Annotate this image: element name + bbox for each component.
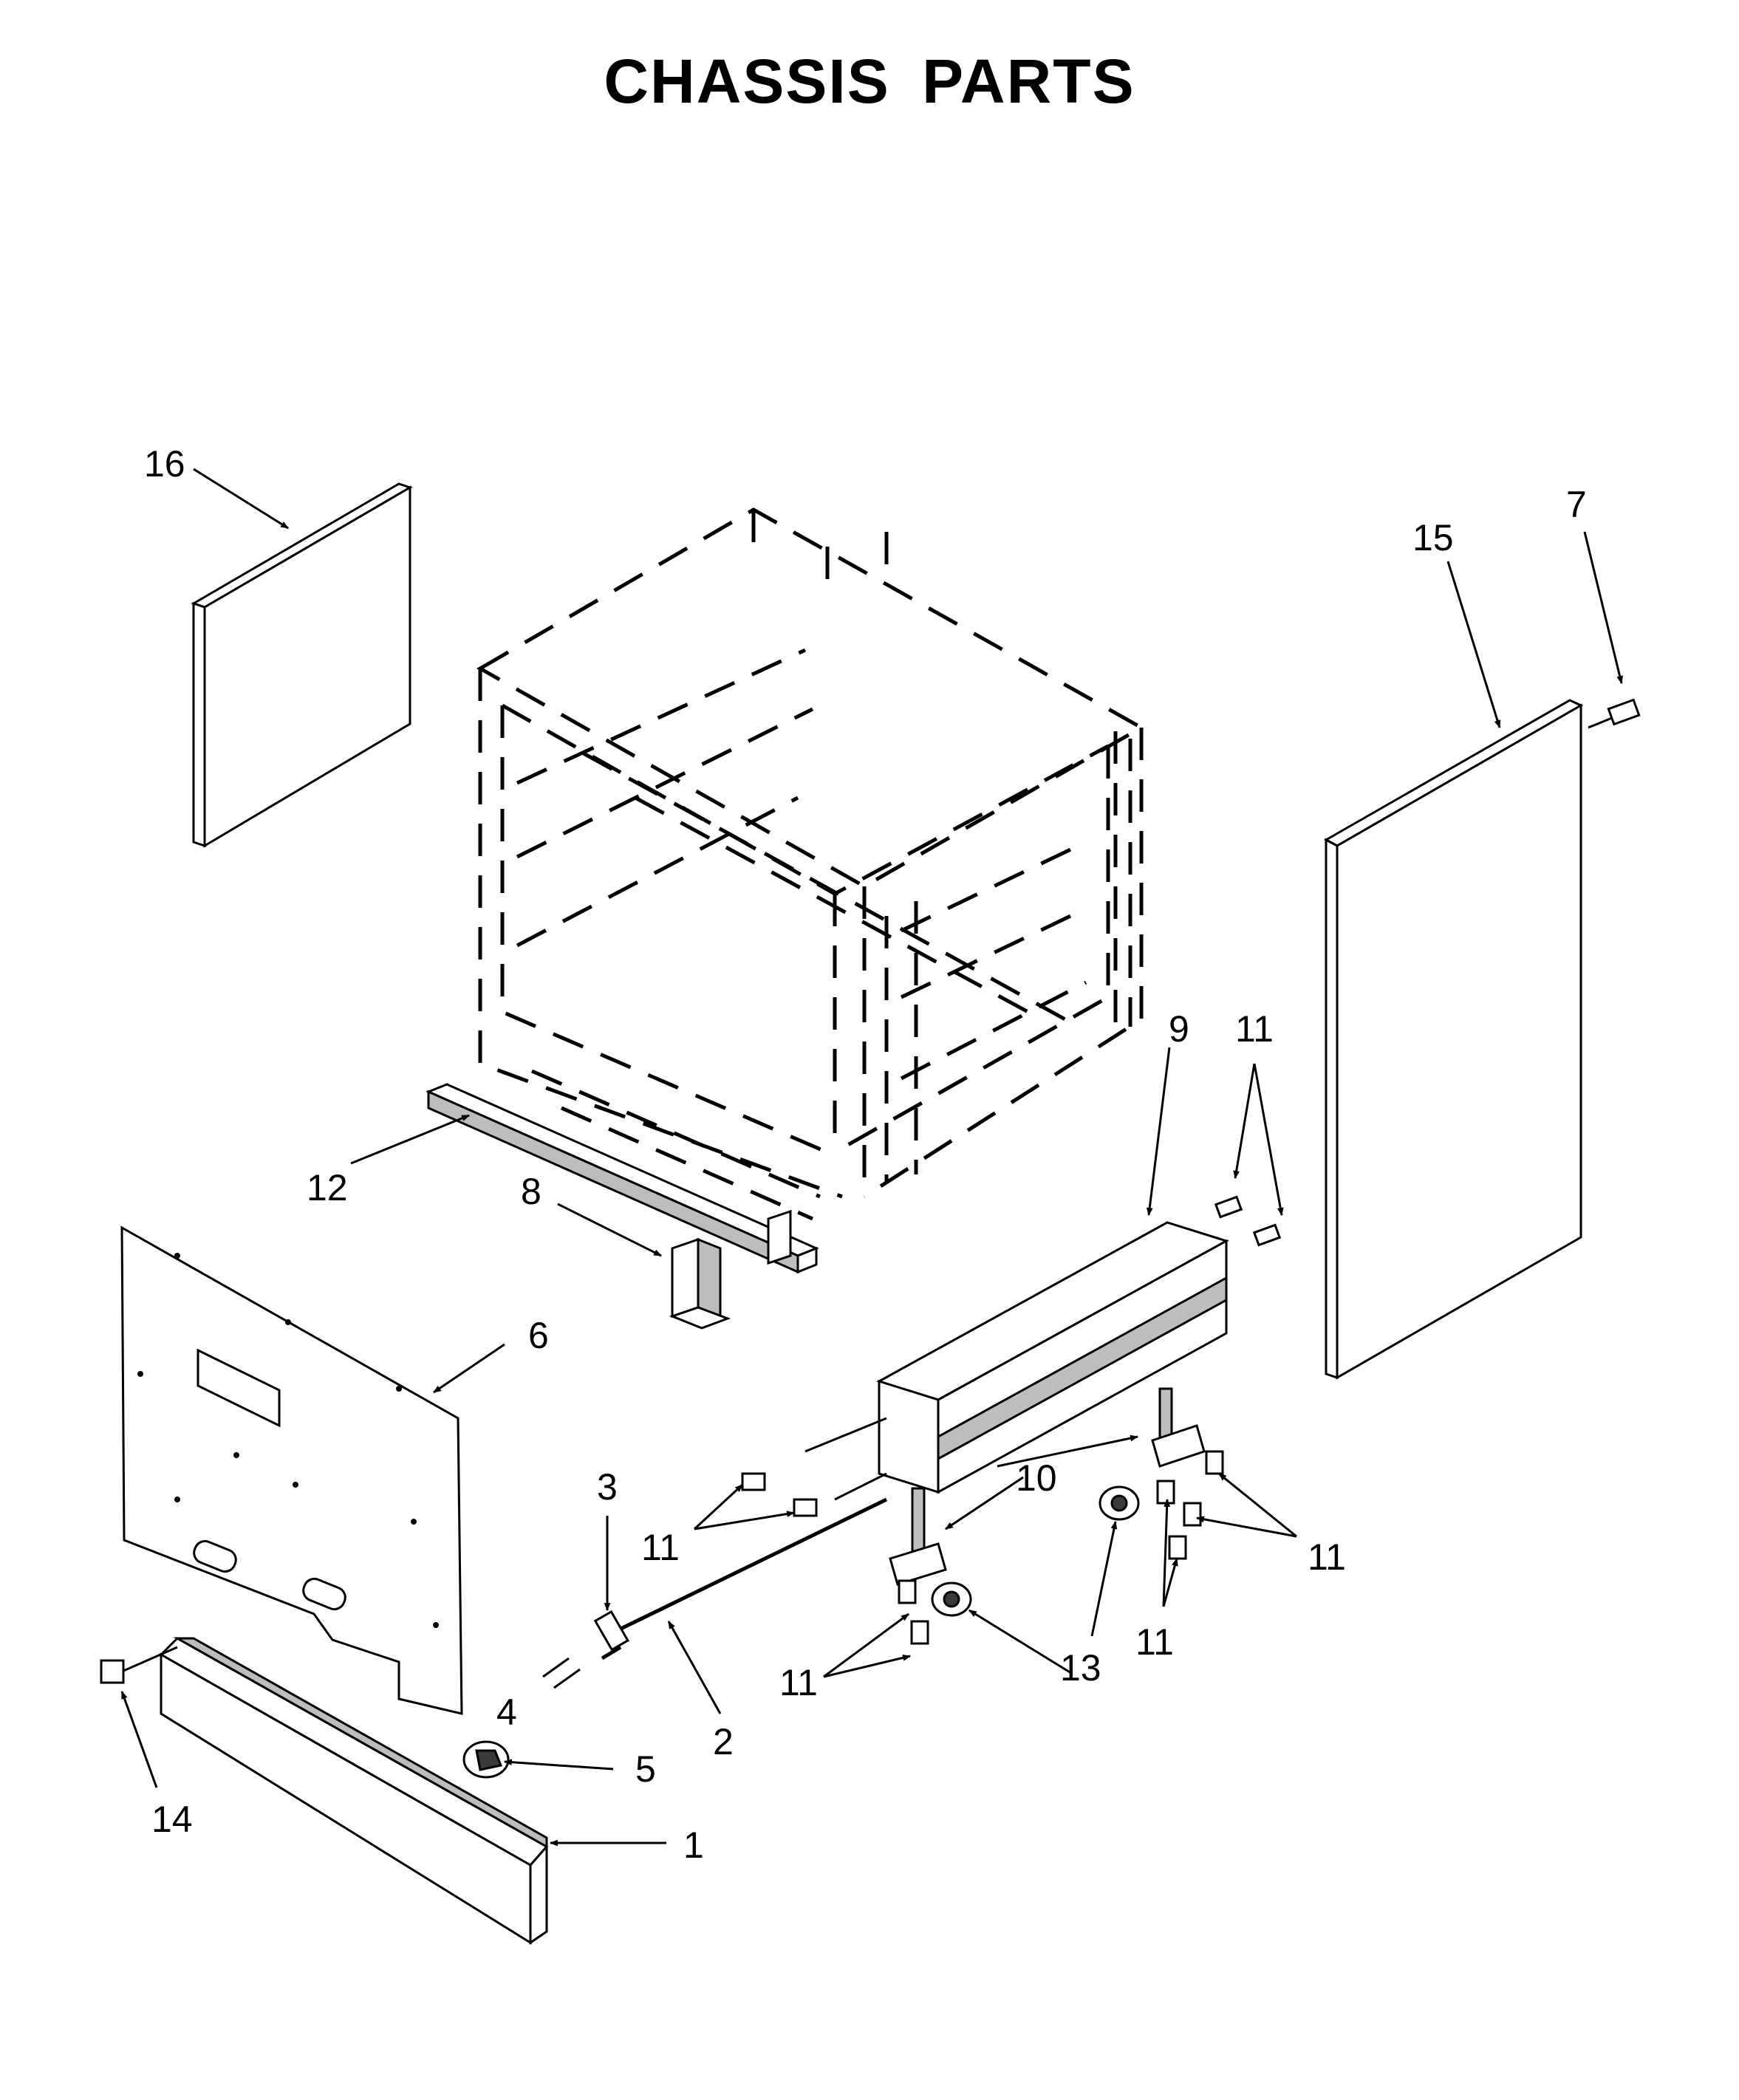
- callout-11-bottom-right: 11: [1135, 1621, 1174, 1663]
- part-16-side-panel: [191, 482, 413, 848]
- part-12-rail: [426, 1083, 819, 1274]
- part-7-screw: [1588, 698, 1641, 729]
- part-2-3-4-rods: [542, 1497, 888, 1689]
- callout-4: 4: [496, 1692, 517, 1733]
- callout-2: 2: [713, 1721, 734, 1762]
- part-8-bracket: [669, 1237, 731, 1330]
- callout-1: 1: [683, 1824, 704, 1866]
- callout-labels: 16 15 7 12 8 6 9 11 10 11 11 11 11 13 3 …: [144, 443, 1587, 1866]
- callout-12: 12: [307, 1167, 348, 1208]
- part-5-foot: [462, 1740, 510, 1779]
- callout-11-bottom: 11: [779, 1662, 818, 1703]
- part-11-screws: [741, 1195, 1282, 1645]
- part-1-toe-panel: [159, 1637, 549, 1945]
- callout-9: 9: [1169, 1008, 1189, 1050]
- part-15-side-panel: [1323, 699, 1584, 1380]
- callout-6: 6: [528, 1315, 549, 1356]
- leader-lines: [120, 468, 1623, 1847]
- part-14-screw: [100, 1646, 178, 1684]
- callout-14: 14: [151, 1799, 193, 1840]
- callout-7: 7: [1566, 484, 1587, 525]
- callout-11-left: 11: [641, 1527, 680, 1568]
- callout-13: 13: [1060, 1647, 1101, 1689]
- callout-16: 16: [144, 443, 185, 485]
- callout-11-right: 11: [1308, 1536, 1346, 1578]
- part-9-box: [876, 1221, 1229, 1494]
- part-6-access-panel: [120, 1225, 463, 1715]
- callout-15: 15: [1412, 517, 1454, 558]
- callout-3: 3: [597, 1466, 618, 1508]
- part-13-wheels: [931, 1485, 1140, 1617]
- callout-8: 8: [521, 1171, 541, 1212]
- callout-11-top-right: 11: [1235, 1008, 1274, 1050]
- page-title: CHASSIS PARTS: [604, 47, 1135, 116]
- callout-5: 5: [635, 1748, 656, 1790]
- tub-outline: [476, 507, 1146, 1221]
- part-10-leveling-legs: [889, 1387, 1206, 1586]
- callout-10: 10: [1016, 1457, 1057, 1499]
